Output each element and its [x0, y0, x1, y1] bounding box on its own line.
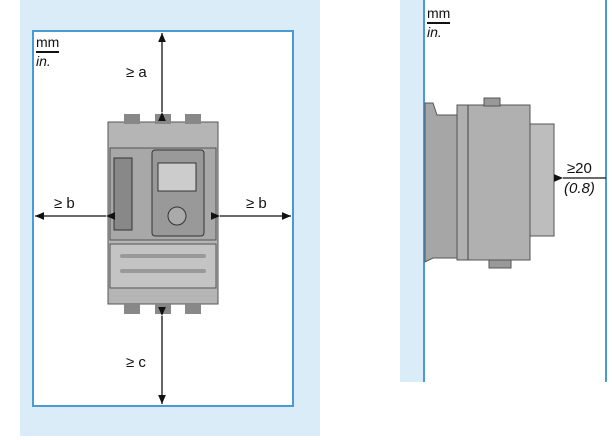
left-clearance-label: ≥ b: [54, 195, 75, 212]
right-clearance-label: ≥ b: [246, 195, 267, 212]
rear-clearance-label: ≥20 (0.8): [564, 160, 595, 197]
drive-side-icon: [424, 97, 555, 269]
rear-clearance-mm: ≥20: [566, 160, 592, 177]
bottom-clearance-label: ≥ c: [126, 354, 146, 371]
unit-mm: mm: [427, 5, 451, 24]
unit-in: in.: [36, 53, 51, 69]
side-wall-zone: [400, 0, 424, 382]
rear-clearance-in: (0.8): [564, 180, 595, 197]
unit-mm: mm: [36, 34, 60, 53]
drive-front-icon: [107, 114, 219, 314]
front-unit-label: mm in.: [36, 34, 60, 69]
top-clearance-label: ≥ a: [126, 64, 147, 81]
unit-in: in.: [427, 24, 442, 40]
side-unit-label: mm in.: [427, 5, 451, 40]
